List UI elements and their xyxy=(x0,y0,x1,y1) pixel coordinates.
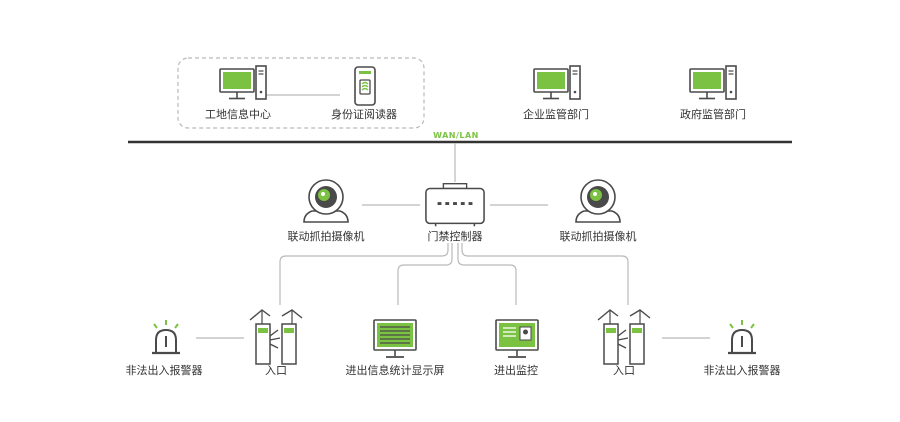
alarm-left-icon xyxy=(150,318,182,355)
id-reader-label: 身份证阅读器 xyxy=(331,108,397,121)
site-group-box xyxy=(177,57,425,129)
government-label: 政府监管部门 xyxy=(680,108,746,121)
controller-links xyxy=(279,243,629,305)
access-controller-icon xyxy=(425,182,485,228)
camera-left-icon xyxy=(303,179,349,223)
camera-right-label: 联动抓拍摄像机 xyxy=(559,230,637,243)
government-computer-icon xyxy=(689,65,737,100)
alarm-left-label: 非法出入报警器 xyxy=(125,364,203,377)
turnstile-right-icon xyxy=(597,309,651,365)
stats-display-icon xyxy=(373,319,417,358)
site-center-label: 工地信息中心 xyxy=(205,108,271,121)
turnstile-left-icon xyxy=(249,309,303,365)
camera-right-icon xyxy=(575,179,621,223)
entry-left-label: 入口 xyxy=(265,364,287,377)
id-card-reader-icon xyxy=(354,66,376,106)
stats-display-label: 进出信息统计显示屏 xyxy=(345,364,445,377)
enterprise-computer-icon xyxy=(533,65,581,100)
camera-left-label: 联动抓拍摄像机 xyxy=(287,230,365,243)
alarm-right-label: 非法出入报警器 xyxy=(703,364,781,377)
monitor-label: 进出监控 xyxy=(494,364,538,377)
enterprise-label: 企业监管部门 xyxy=(523,108,589,121)
controller-label: 门禁控制器 xyxy=(427,230,483,243)
wan-lan-label: WAN/LAN xyxy=(433,131,479,140)
site-center-computer-icon xyxy=(219,65,267,100)
alarm-right-icon xyxy=(726,318,758,355)
entry-right-label: 入口 xyxy=(613,364,635,377)
surveillance-monitor-icon xyxy=(495,319,539,358)
